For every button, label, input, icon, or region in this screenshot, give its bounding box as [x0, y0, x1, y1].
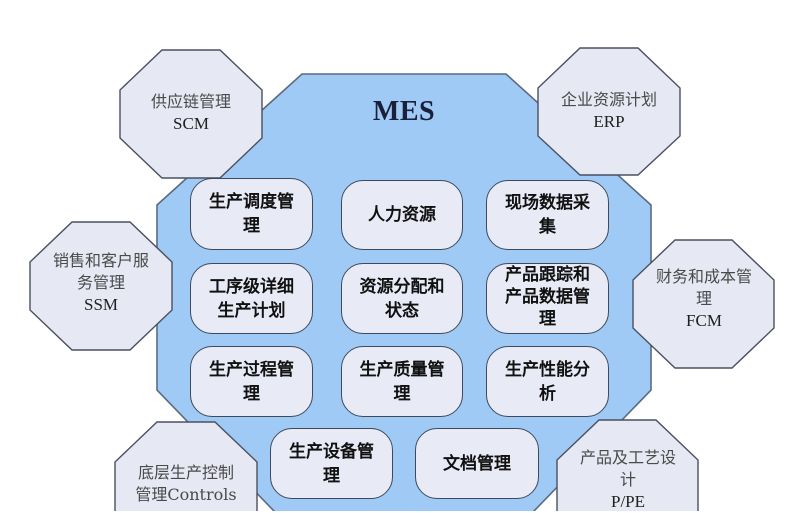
module-product-tracking: 产品跟踪和产品数据管理	[486, 263, 609, 334]
external-ppe: 产品及工艺设 计 P/PE	[553, 447, 703, 513]
module-document-management: 文档管理	[415, 428, 539, 499]
external-ssm-name-1: 销售和客户服	[52, 251, 149, 270]
module-label: 理	[393, 383, 411, 404]
module-label: 生产计划	[217, 300, 286, 321]
external-ssm-name-2: 务管理	[76, 273, 125, 292]
module-label: 理	[539, 308, 556, 329]
module-label: 集	[539, 217, 556, 237]
external-erp-name: 企业资源计划	[560, 90, 657, 109]
module-label: 状态	[385, 300, 419, 321]
external-ppe-name-2: 计	[619, 470, 636, 489]
controls-octagon	[114, 421, 258, 511]
external-ssm-abbr: SSM	[83, 295, 119, 314]
module-label: 生产设备管	[289, 441, 374, 462]
module-label: 理	[243, 216, 260, 236]
external-scm-name: 供应链管理	[150, 92, 231, 111]
module-performance-analysis: 生产性能分析	[486, 346, 609, 417]
ssm-octagon	[29, 221, 173, 351]
fcm-octagon	[632, 239, 775, 369]
module-label: 人力资源	[368, 205, 436, 225]
external-fcm: 财务和成本管 理 FCM	[629, 266, 779, 332]
external-fcm-abbr: FCM	[686, 311, 722, 330]
external-ppe-name-1: 产品及工艺设	[579, 448, 676, 467]
module-quality-management: 生产质量管理	[341, 346, 463, 417]
module-label: 理	[323, 465, 340, 486]
external-ssm: 销售和客户服 务管理 SSM	[26, 250, 176, 316]
mes-title: MES	[372, 96, 436, 127]
external-controls: 底层生产控制 管理Controls	[115, 462, 257, 506]
module-detailed-scheduling: 工序级详细生产计划	[190, 263, 313, 334]
module-human-resources: 人力资源	[341, 180, 463, 250]
external-scm: 供应链管理 SCM	[120, 91, 262, 135]
module-label: 现场数据采	[505, 193, 590, 213]
module-label: 理	[243, 383, 260, 404]
module-label: 生产调度管	[209, 192, 294, 212]
module-resource-allocation: 资源分配和状态	[341, 263, 463, 334]
module-label: 产品跟踪和	[505, 264, 590, 285]
module-label: 文档管理	[443, 453, 511, 474]
external-fcm-name-2: 理	[695, 289, 712, 308]
erp-octagon	[537, 47, 681, 176]
module-label: 资源分配和	[359, 276, 445, 297]
external-controls-name-1: 底层生产控制	[137, 463, 234, 482]
module-equipment-management: 生产设备管理	[270, 428, 393, 499]
module-label: 生产性能分	[505, 359, 590, 380]
external-ppe-abbr: P/PE	[610, 492, 646, 511]
ppe-octagon	[556, 419, 699, 511]
module-data-collection: 现场数据采集	[486, 180, 609, 250]
module-label: 生产过程管	[209, 359, 294, 380]
external-scm-abbr: SCM	[173, 114, 209, 133]
module-label: 工序级详细	[209, 276, 294, 297]
external-erp-abbr: ERP	[593, 112, 625, 131]
external-controls-name-2: 管理Controls	[135, 485, 237, 504]
external-fcm-name-1: 财务和成本管	[655, 267, 752, 286]
external-erp: 企业资源计划 ERP	[538, 89, 680, 133]
module-production-scheduling: 生产调度管理	[190, 178, 313, 250]
module-label: 生产质量管	[359, 359, 445, 380]
module-label: 析	[539, 383, 556, 404]
module-process-management: 生产过程管理	[190, 346, 313, 417]
module-label: 产品数据管	[505, 286, 590, 307]
